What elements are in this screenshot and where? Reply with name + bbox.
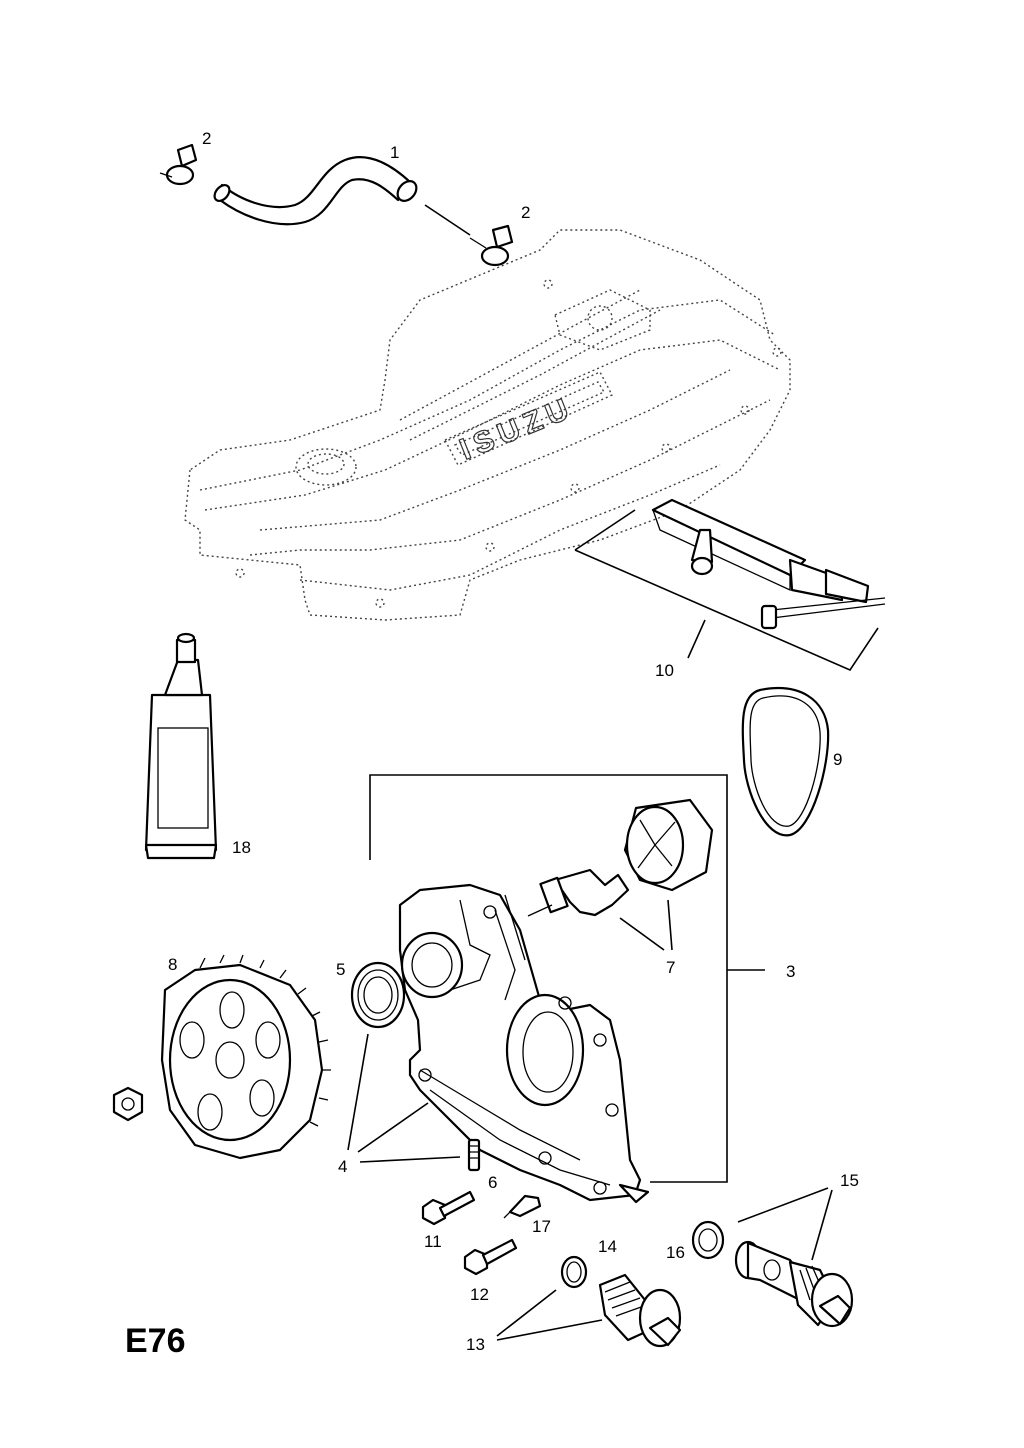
relief-valve-13 <box>598 1273 682 1348</box>
front-cover-housing <box>398 883 650 1204</box>
oil-seal <box>350 961 406 1029</box>
bolt-12 <box>463 1238 518 1276</box>
callout-2-lower: 2 <box>521 203 530 222</box>
sealant-kit <box>574 498 886 672</box>
callout-5: 5 <box>336 960 345 979</box>
callout-2-upper: 2 <box>202 129 211 148</box>
pump-inner-rotor <box>527 868 630 917</box>
breather-hose <box>213 156 418 226</box>
cover-logo-text: ISUZU <box>455 391 579 467</box>
callout-14: 14 <box>598 1237 617 1256</box>
camshaft-gear <box>160 954 331 1160</box>
bolt-11 <box>421 1190 476 1226</box>
diagram-code: E76 <box>125 1322 186 1360</box>
screw-17 <box>503 1194 542 1219</box>
callout-17: 17 <box>532 1217 551 1236</box>
callout-13: 13 <box>466 1335 485 1354</box>
callout-1: 1 <box>390 143 399 162</box>
hose-clip-upper <box>159 143 198 186</box>
callout-7: 7 <box>666 958 675 977</box>
callout-18: 18 <box>232 838 251 857</box>
callout-4: 4 <box>338 1157 347 1176</box>
callout-6: 6 <box>488 1173 497 1192</box>
union-bolt-15 <box>734 1240 854 1328</box>
o-ring-pump <box>741 687 830 837</box>
callout-3: 3 <box>786 962 795 981</box>
washer-16 <box>691 1220 725 1260</box>
callout-9: 9 <box>833 750 842 769</box>
callout-10: 10 <box>655 661 674 680</box>
sealant-tube <box>144 632 218 860</box>
callout-15: 15 <box>840 1171 859 1190</box>
callout-8: 8 <box>168 955 177 974</box>
hose-clip-lower <box>469 224 514 267</box>
pump-outer-rotor <box>623 798 714 892</box>
gear-nut <box>112 1086 144 1122</box>
washer-14 <box>560 1255 588 1289</box>
callout-12: 12 <box>470 1285 489 1304</box>
stud <box>467 1138 481 1172</box>
callout-16: 16 <box>666 1243 685 1262</box>
callout-11: 11 <box>424 1232 442 1251</box>
